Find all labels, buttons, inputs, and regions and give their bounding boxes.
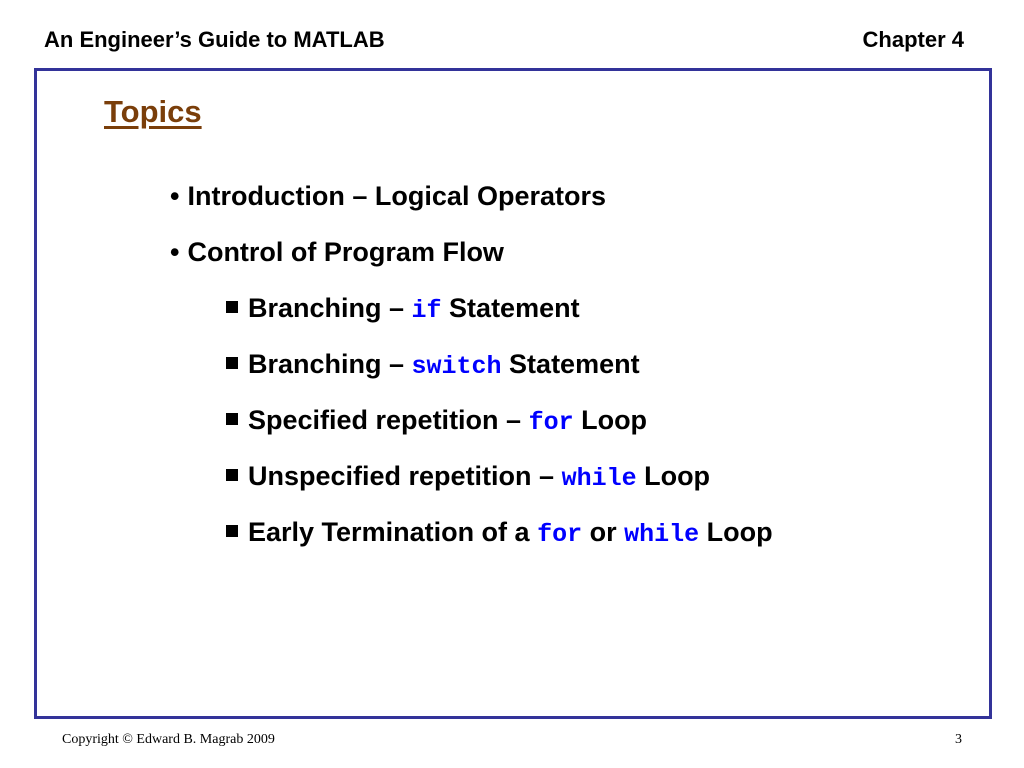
sub-bullet-prefix: Unspecified repetition – <box>248 461 562 491</box>
slide-title: Topics <box>104 94 202 129</box>
sub-bullet-middle: or <box>582 517 625 547</box>
square-bullet-icon <box>226 357 238 369</box>
bullet-marker: • <box>170 181 180 211</box>
footer-page-number: 3 <box>955 732 962 747</box>
sub-bullet-while: Unspecified repetition – while Loop <box>226 460 710 495</box>
slide-frame <box>34 68 992 719</box>
keyword-for: for <box>528 408 574 437</box>
sub-bullet-suffix: Loop <box>573 405 648 435</box>
keyword-while: while <box>561 464 637 493</box>
header-chapter: Chapter 4 <box>862 27 964 52</box>
keyword-for: for <box>537 520 583 549</box>
keyword-while: while <box>624 520 700 549</box>
sub-bullet-prefix: Branching – <box>248 293 412 323</box>
bullet-introduction: •Introduction – Logical Operators <box>170 180 606 212</box>
header-book-title: An Engineer’s Guide to MATLAB <box>44 27 385 52</box>
square-bullet-icon <box>226 301 238 313</box>
keyword-if: if <box>411 296 442 325</box>
sub-bullet-for: Specified repetition – for Loop <box>226 404 647 439</box>
sub-bullet-suffix: Statement <box>501 349 640 379</box>
bullet-control-flow: •Control of Program Flow <box>170 236 504 268</box>
keyword-switch: switch <box>411 352 502 381</box>
sub-bullet-if: Branching – if Statement <box>226 292 580 327</box>
sub-bullet-prefix: Specified repetition – <box>248 405 529 435</box>
sub-bullet-suffix: Statement <box>441 293 580 323</box>
square-bullet-icon <box>226 525 238 537</box>
sub-bullet-suffix: Loop <box>636 461 711 491</box>
sub-bullet-prefix: Early Termination of a <box>248 517 538 547</box>
footer-copyright: Copyright © Edward B. Magrab 2009 <box>62 732 275 747</box>
square-bullet-icon <box>226 469 238 481</box>
square-bullet-icon <box>226 413 238 425</box>
bullet-text: Introduction – Logical Operators <box>187 181 606 211</box>
bullet-marker: • <box>170 237 180 267</box>
sub-bullet-prefix: Branching – <box>248 349 412 379</box>
sub-bullet-early-termination: Early Termination of a for or while Loop <box>226 516 773 551</box>
sub-bullet-switch: Branching – switch Statement <box>226 348 640 383</box>
bullet-text: Control of Program Flow <box>187 237 504 267</box>
sub-bullet-suffix: Loop <box>699 517 773 547</box>
